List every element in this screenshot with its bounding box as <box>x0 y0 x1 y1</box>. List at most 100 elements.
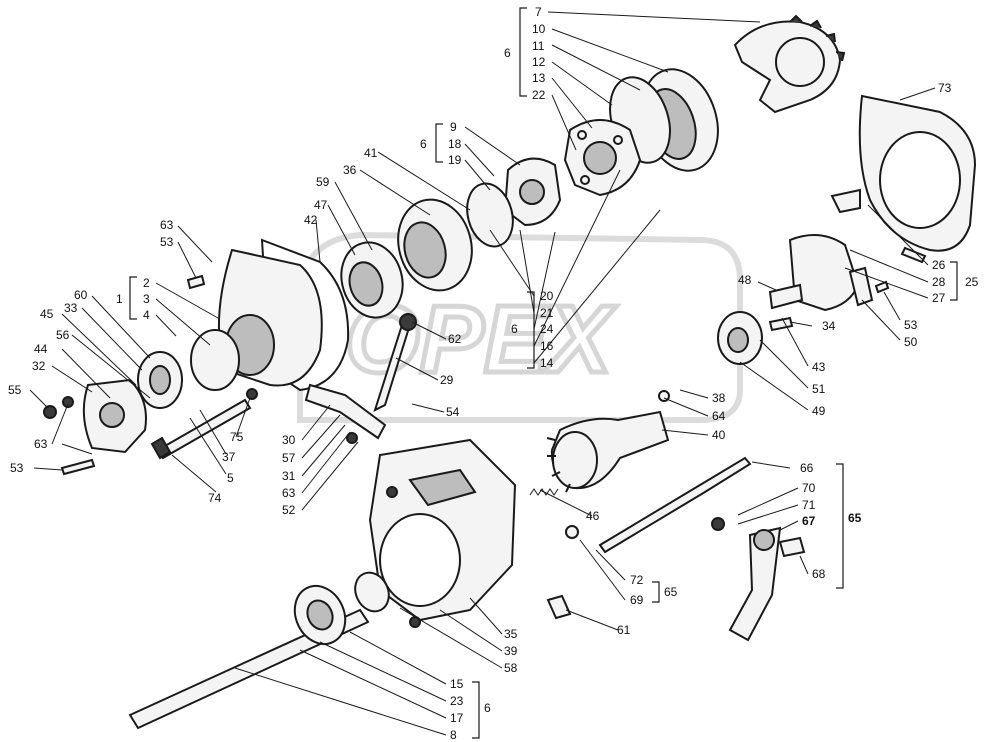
callout-45: 45 <box>40 307 54 321</box>
callout-66: 66 <box>800 461 814 475</box>
callout-63-left: 63 <box>34 437 48 451</box>
callout-11: 11 <box>532 39 545 53</box>
callout-5: 5 <box>227 471 234 485</box>
callout-40: 40 <box>712 428 726 442</box>
callout-31: 31 <box>282 469 296 483</box>
callout-6-top: 6 <box>504 46 511 60</box>
callout-32: 32 <box>32 359 46 373</box>
callout-51: 51 <box>812 382 826 396</box>
shaft-part-48 <box>717 283 804 365</box>
bolt-part-68 <box>778 536 806 558</box>
gear-part-7 <box>733 14 846 114</box>
callout-29: 29 <box>440 373 454 387</box>
bolt-part-74 <box>150 398 252 460</box>
callout-21: 21 <box>540 306 554 320</box>
callout-35: 35 <box>504 627 518 641</box>
callout-23: 23 <box>450 694 464 708</box>
callout-25: 25 <box>965 275 979 289</box>
callout-38: 38 <box>712 391 726 405</box>
callout-57: 57 <box>282 451 296 465</box>
housing-part-35 <box>368 438 517 628</box>
callout-71: 71 <box>802 498 816 512</box>
callout-72: 72 <box>630 573 644 587</box>
callout-30: 30 <box>282 433 296 447</box>
plate-part-44 <box>82 378 147 454</box>
callout-58: 58 <box>504 661 518 675</box>
callout-39: 39 <box>504 644 518 658</box>
callout-12: 12 <box>532 55 546 69</box>
callout-27: 27 <box>932 291 946 305</box>
callout-33: 33 <box>64 301 78 315</box>
flange-part-9 <box>503 157 562 227</box>
shaft-part-8 <box>128 571 390 730</box>
callout-22: 22 <box>532 88 546 102</box>
lever-part-62 <box>373 313 417 412</box>
callout-46: 46 <box>586 509 600 523</box>
callout-53-left: 53 <box>10 461 24 475</box>
sleeve-part-28 <box>788 188 861 312</box>
callout-64: 64 <box>712 409 726 423</box>
callout-26: 26 <box>932 258 946 272</box>
hub-part-12 <box>563 119 642 197</box>
callout-53-right: 53 <box>904 318 918 332</box>
leader-lines <box>29 11 936 736</box>
seal-part-60 <box>137 351 183 409</box>
callout-63-mid: 63 <box>282 486 296 500</box>
fork-part-30 <box>304 383 387 440</box>
callout-7: 7 <box>535 5 542 19</box>
callout-74: 74 <box>208 491 222 505</box>
bearing-part-41 <box>397 182 514 292</box>
parts <box>43 14 977 730</box>
bolt-part-61 <box>546 594 572 620</box>
callout-69: 69 <box>630 593 644 607</box>
callout-17: 17 <box>450 711 464 725</box>
callout-labels: 7 10 11 12 13 22 6 73 9 18 19 6 41 36 59… <box>8 5 979 742</box>
callout-18: 18 <box>448 137 462 151</box>
callout-43: 43 <box>812 360 826 374</box>
callout-10: 10 <box>532 22 546 36</box>
callout-24: 24 <box>540 322 554 336</box>
bearing-part-59 <box>340 241 404 319</box>
callout-37: 37 <box>222 450 236 464</box>
rod-part-66 <box>598 456 752 554</box>
callout-54: 54 <box>446 405 460 419</box>
callout-19: 19 <box>448 153 462 167</box>
clutch-disc-part-10 <box>609 68 719 172</box>
callout-6-mid: 6 <box>511 322 518 336</box>
callout-8: 8 <box>450 728 457 742</box>
callout-34: 34 <box>822 319 836 333</box>
callout-63-top: 63 <box>160 218 174 232</box>
callout-52: 52 <box>282 503 296 517</box>
cover-part-2 <box>190 248 323 391</box>
callout-42: 42 <box>304 213 318 227</box>
callout-49: 49 <box>812 404 826 418</box>
bolt-part-53 <box>60 458 96 476</box>
callout-44: 44 <box>34 342 48 356</box>
plate-part-50 <box>848 266 874 307</box>
callout-4: 4 <box>143 308 150 322</box>
gasket-part-73 <box>858 94 977 252</box>
braces <box>129 7 958 739</box>
callout-1: 1 <box>116 292 123 306</box>
callout-59: 59 <box>316 175 330 189</box>
callout-15: 15 <box>450 677 464 691</box>
callout-73: 73 <box>938 81 952 95</box>
callout-16: 16 <box>540 339 554 353</box>
callout-68: 68 <box>812 567 826 581</box>
callout-65-low: 65 <box>664 585 678 599</box>
callout-70: 70 <box>802 481 816 495</box>
callout-48: 48 <box>738 273 752 287</box>
callout-60: 60 <box>74 288 88 302</box>
callout-75: 75 <box>230 430 244 444</box>
callout-50: 50 <box>904 335 918 349</box>
callout-20: 20 <box>540 289 554 303</box>
callout-41: 41 <box>364 146 378 160</box>
callout-62: 62 <box>448 332 462 346</box>
callout-6-flange: 6 <box>420 137 427 151</box>
callout-28: 28 <box>932 275 946 289</box>
callout-55: 55 <box>8 383 22 397</box>
callout-61: 61 <box>617 623 631 637</box>
callout-14: 14 <box>540 356 554 370</box>
